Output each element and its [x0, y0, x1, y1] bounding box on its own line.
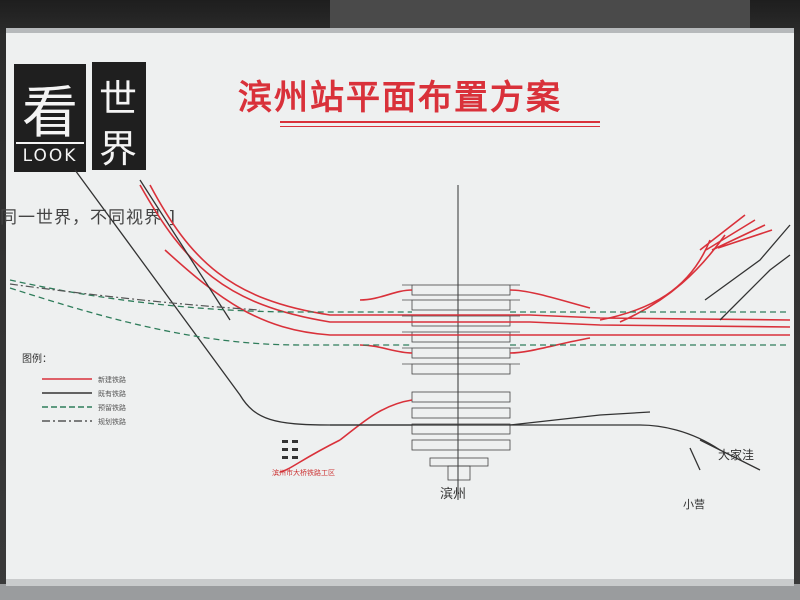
existing-railway-lines	[74, 169, 791, 471]
title-underline-thin	[280, 126, 600, 127]
logo-look-text: LOOK	[16, 142, 84, 166]
reserved-railway-lines	[9, 279, 790, 346]
logo-right-char-2: 界	[99, 127, 138, 171]
logo-left-char: 看	[22, 81, 78, 146]
new-railway-lines	[139, 184, 791, 473]
legend-item-reserved: 预留铁路	[98, 404, 126, 412]
station-label-binzhou: 滨州	[440, 487, 467, 502]
platform-block	[411, 284, 511, 481]
legend-item-planned: 规划铁路	[98, 418, 126, 426]
wall-panel	[330, 0, 750, 30]
station-label-dajiawa: 大家洼	[718, 448, 755, 462]
track-number-ticks	[402, 284, 520, 365]
logo-right-char-1: 世	[99, 77, 138, 121]
slogan: 同一世界，不同视界 ]	[0, 208, 177, 228]
board-frame-bottom	[0, 584, 800, 600]
logo-right-block: 世 界	[92, 62, 146, 171]
logo-left-block: 看	[14, 64, 86, 172]
work-area-block	[282, 440, 298, 459]
legend-item-new: 新建铁路	[98, 376, 126, 384]
legend-lines	[42, 378, 92, 422]
planned-railway-lines	[9, 283, 261, 311]
bottom-left-note: 滨州市大桥铁路工区	[272, 469, 335, 477]
diagram-title: 滨州站平面布置方案	[238, 78, 562, 118]
legend-title: 图例：	[22, 354, 52, 365]
legend-item-existing: 既有铁路	[98, 390, 126, 398]
title-underline	[280, 121, 600, 123]
station-label-xiaoying: 小营	[683, 498, 705, 511]
